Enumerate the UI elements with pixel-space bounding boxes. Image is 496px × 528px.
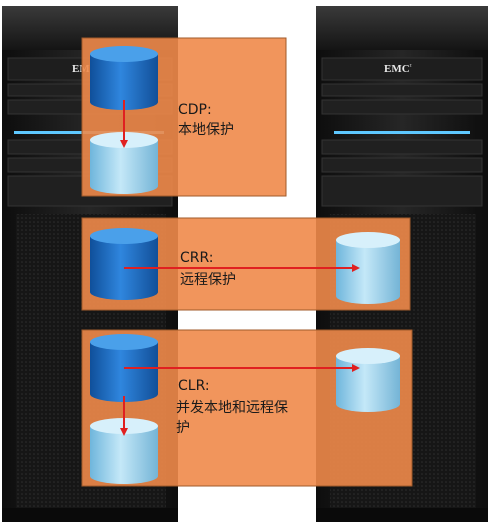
- disk-source-icon: [90, 228, 158, 300]
- panel-title: CDP:: [178, 102, 212, 118]
- brand-logo-right: EMC²: [384, 63, 412, 75]
- panel-title: CRR:: [180, 250, 214, 266]
- panel-clr: CLR: 并发本地和远程保 护: [81, 329, 413, 487]
- panel-cdp: CDP: 本地保护: [81, 37, 287, 197]
- status-light-strip: [334, 131, 470, 134]
- disk-local-copy-icon: [90, 132, 158, 194]
- disk-source-icon: [90, 46, 158, 110]
- disk-remote-copy-icon: [336, 348, 400, 412]
- disk-remote-copy-icon: [336, 232, 400, 304]
- panel-crr: CRR: 远程保护: [81, 217, 411, 311]
- disk-source-icon: [90, 334, 158, 402]
- panel-description: 远程保护: [180, 272, 236, 288]
- panel-description: 本地保护: [178, 122, 234, 138]
- panel-description: 护: [176, 420, 190, 436]
- panel-title: CLR:: [178, 378, 210, 394]
- panel-description: 并发本地和远程保: [176, 400, 288, 416]
